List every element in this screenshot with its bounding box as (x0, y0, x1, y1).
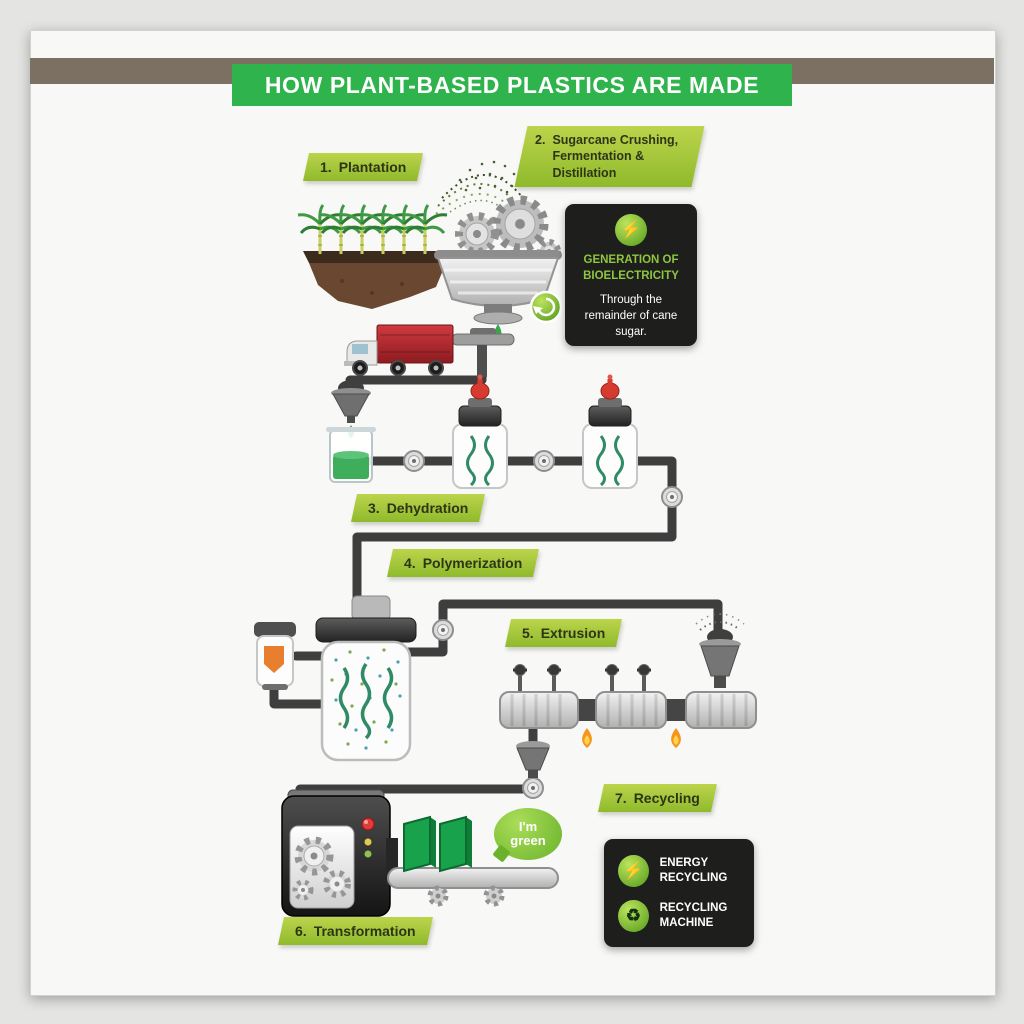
step-number: 2. (535, 133, 546, 147)
speech-line-1: I'm (518, 818, 538, 834)
step-number: 5. (522, 625, 534, 641)
bolt-icon: ⚡ (615, 214, 647, 246)
conveyor-gear-icon (427, 885, 449, 907)
step-text: Plantation (338, 159, 407, 175)
recycling-row-label: RECYCLING MACHINE (659, 901, 728, 929)
step-text: Transformation (313, 923, 416, 939)
crusher-illustration (434, 195, 563, 340)
pedestal (451, 328, 515, 377)
condenser-and-beaker (326, 380, 376, 483)
catalyst-vessel (254, 622, 296, 690)
step-label-transformation: 6. Transformation (278, 917, 433, 945)
red-indicator-light (361, 817, 375, 831)
step-label-extrusion: 5. Extrusion (505, 619, 623, 647)
recycle-arrows-icon: ♻ (618, 899, 649, 932)
yellow-indicator-light (364, 838, 372, 846)
gear-icon (323, 870, 351, 898)
recycling-row-label: ENERGY RECYCLING (659, 856, 728, 884)
page-title: HOW PLANT-BASED PLASTICS ARE MADE (232, 64, 792, 106)
bioelectricity-card: ⚡ GENERATION OF BIOELECTRICITY Through t… (565, 204, 697, 346)
bioelectricity-title: GENERATION OF BIOELECTRICITY (583, 254, 679, 282)
gear-icon (294, 836, 334, 876)
transformation-machine (281, 789, 559, 917)
sugarcane-spray (435, 160, 527, 225)
step-number: 7. (615, 790, 627, 806)
flame-icon (671, 728, 681, 748)
extruder-illustration (499, 613, 757, 778)
step-text: Extrusion (540, 625, 606, 641)
conveyor-beam (387, 867, 559, 889)
truck-illustration (344, 324, 454, 376)
step-text: Polymerization (422, 555, 523, 571)
gear-icon (491, 195, 549, 253)
recycling-row-energy: ⚡ ENERGY RECYCLING (618, 854, 740, 887)
step-number: 4. (404, 555, 416, 571)
hopper (695, 613, 745, 688)
recycle-badge-icon (529, 290, 563, 324)
bioelectricity-body: Through the remainder of cane sugar. (584, 294, 678, 339)
step-label-plantation: 1. Plantation (303, 153, 424, 181)
energy-bolt-icon: ⚡ (618, 854, 649, 887)
step-number: 3. (368, 500, 380, 516)
step-number: 1. (320, 159, 332, 175)
polymerization-reactor (315, 595, 417, 762)
recycling-row-machine: ♻ RECYCLING MACHINE (618, 899, 740, 932)
step-text: Recycling (633, 790, 700, 806)
extruder-outlet-funnel (516, 741, 550, 778)
green-plastic-plates (403, 815, 472, 873)
gear-icon (455, 212, 499, 256)
speech-line-2: green (510, 833, 546, 848)
step-label-recycling: 7. Recycling (598, 784, 717, 812)
step-label-polymerization: 4. Polymerization (387, 549, 540, 577)
step-label-dehydration: 3. Dehydration (351, 494, 486, 522)
barrel-segments (499, 691, 757, 729)
conveyor-gear-icon (483, 885, 505, 907)
im-green-speech-bubble: I'm green (494, 808, 562, 860)
gear-icon (292, 879, 314, 901)
plantation-illustration (296, 203, 452, 309)
step-label-crushing: 2. Sugarcane Crushing, Fermentation & Dis… (514, 126, 705, 187)
step-text: Dehydration (386, 500, 469, 516)
valve-stems (513, 664, 651, 692)
step-text: Sugarcane Crushing, Fermentation & Disti… (552, 133, 679, 180)
green-indicator-light (364, 850, 372, 858)
flame-icon (582, 728, 592, 748)
recycling-card: ⚡ ENERGY RECYCLING ♻ RECYCLING MACHINE (604, 839, 754, 947)
step-number: 6. (295, 923, 307, 939)
